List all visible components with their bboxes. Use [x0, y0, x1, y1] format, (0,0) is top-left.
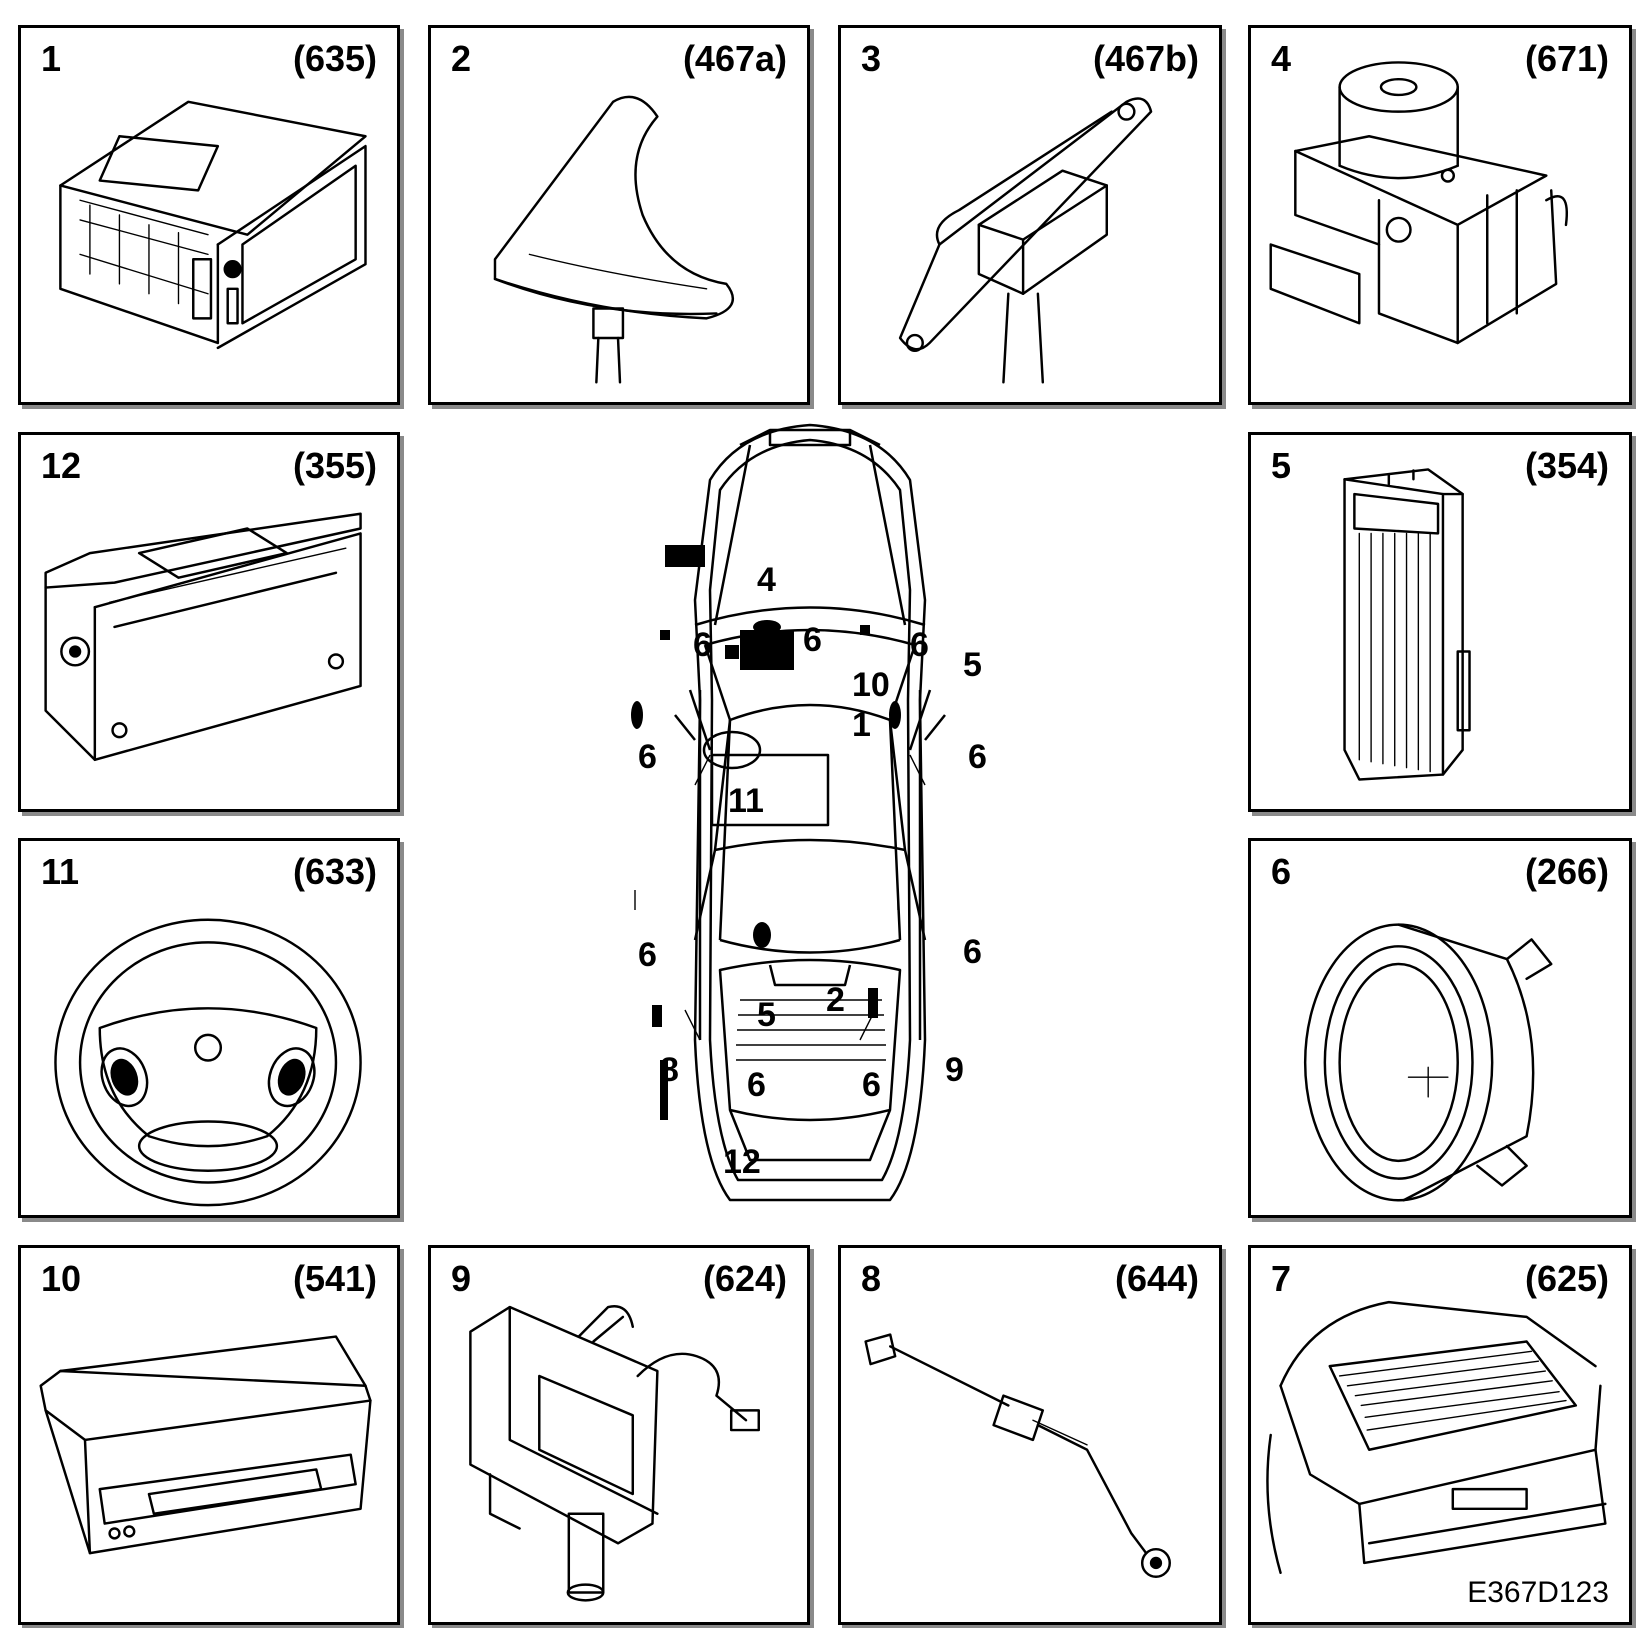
panel-code: (467b) [1092, 38, 1199, 79]
panel-rear-window-antenna: 7 (625) E367D123 [1248, 1245, 1632, 1625]
panel-code: (671) [1524, 38, 1609, 79]
panel-number: 12 [41, 445, 82, 486]
panel-code: (355) [292, 445, 377, 486]
roof-antenna-illustration [493, 95, 734, 384]
car-label-5-front: 5 [963, 646, 982, 684]
speaker-illustration [1303, 923, 1553, 1202]
panel-code: (354) [1524, 445, 1609, 486]
radio-unit-illustration [59, 100, 367, 350]
abs-module-illustration [1269, 61, 1568, 345]
panel-antenna-amplifier: 3 (467b) [838, 25, 1222, 405]
panel-roof-antenna: 2 (467a) [428, 25, 810, 405]
panel-number: 6 [1271, 851, 1292, 892]
panel-radio-unit: 1 (635) [18, 25, 400, 405]
panel-cd-changer: 12 (355) [18, 432, 400, 812]
car-label-8: 8 [660, 1051, 679, 1089]
car-label-11: 11 [728, 782, 764, 820]
panel-code: (625) [1524, 1258, 1609, 1299]
panel-number: 5 [1271, 445, 1292, 486]
car-label-6-shelf-right: 6 [862, 1066, 881, 1104]
panel-number: 7 [1271, 1258, 1292, 1299]
car-label-1: 1 [852, 706, 871, 744]
panel-code: (624) [702, 1258, 787, 1299]
antenna-cable-illustration [864, 1333, 1171, 1578]
car-label-6-dash-left: 6 [693, 626, 712, 664]
drawing-id: E367D123 [1467, 1576, 1609, 1609]
panel-code: (266) [1524, 851, 1609, 892]
car-label-3: 3 [765, 638, 784, 676]
panel-number: 4 [1271, 38, 1292, 79]
car-label-10: 10 [852, 666, 890, 704]
car-top-view [631, 423, 946, 1202]
panel-amplifier: 5 (354) [1248, 432, 1632, 812]
information-display-illustration [39, 1335, 372, 1555]
car-label-6-rear-door-right: 6 [963, 933, 982, 971]
amplifier-illustration [1343, 468, 1471, 781]
car-label-6-front-door-right: 6 [968, 738, 987, 776]
steering-wheel-illustration [54, 918, 362, 1207]
panel-antenna-module: 9 (624) [428, 1245, 810, 1625]
car-label-2: 2 [826, 981, 845, 1019]
panel-code: (635) [292, 38, 377, 79]
panel-number: 2 [451, 38, 472, 79]
car-label-6-dash-right: 6 [910, 626, 929, 664]
car-label-6-rear-door-left: 6 [638, 936, 657, 974]
car-label-6-front-door-left: 6 [638, 738, 657, 776]
car-label-6-dash-center: 6 [803, 621, 822, 659]
car-label-12: 12 [723, 1143, 761, 1181]
panel-antenna-cable: 8 (644) [838, 1245, 1222, 1625]
panel-information-display: 10 (541) [18, 1245, 400, 1625]
panel-number: 10 [41, 1258, 82, 1299]
panel-number: 11 [41, 851, 80, 892]
panel-number: 3 [861, 38, 882, 79]
panel-speaker: 6 (266) [1248, 838, 1632, 1218]
panel-number: 1 [41, 38, 62, 79]
car-label-9: 9 [945, 1051, 964, 1089]
panel-abs-module: 4 (671) [1248, 25, 1632, 405]
panel-code: (467a) [682, 38, 787, 79]
car-label-6-shelf-left: 6 [747, 1066, 766, 1104]
panel-steering-wheel-controls: 11 (633) [18, 838, 400, 1218]
panel-code: (541) [292, 1258, 377, 1299]
car-label-4: 4 [757, 561, 776, 599]
panel-number: 8 [861, 1258, 882, 1299]
car-label-5-rear: 5 [757, 996, 776, 1034]
antenna-module-illustration [469, 1305, 760, 1602]
cd-changer-illustration [44, 512, 362, 762]
panel-number: 9 [451, 1258, 472, 1299]
antenna-amplifier-illustration [898, 97, 1153, 384]
rear-window-antenna-illustration [1266, 1300, 1607, 1575]
panel-code: (644) [1114, 1258, 1199, 1299]
panel-code: (633) [292, 851, 377, 892]
